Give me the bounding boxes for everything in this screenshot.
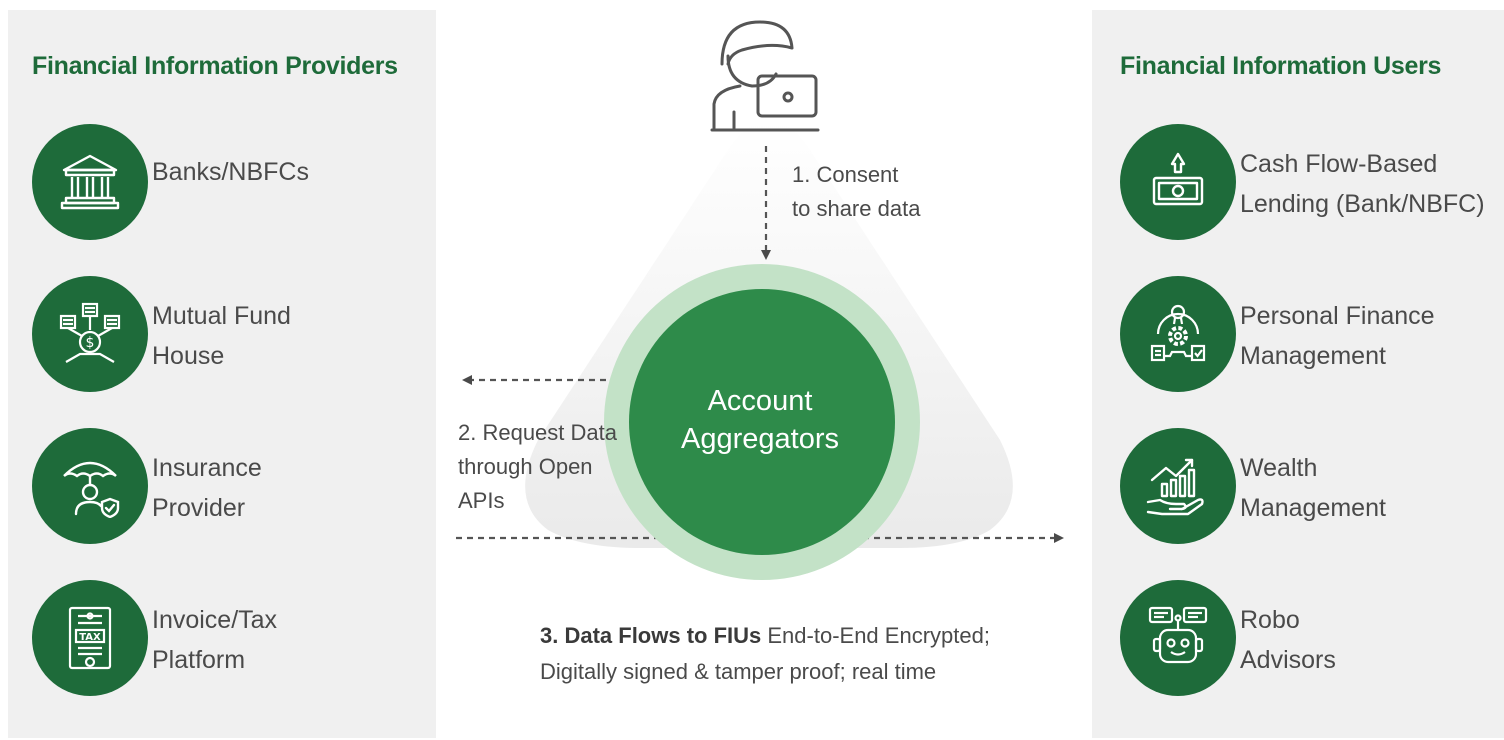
step2-label: 2. Request Data through Open APIs <box>458 420 617 513</box>
providers-title: Financial Information Providers <box>32 52 398 80</box>
aggregator-circle <box>629 289 895 555</box>
user-label: Wealth Management <box>1240 454 1386 522</box>
mutual-fund-icon: $ <box>32 276 148 392</box>
insurance-icon <box>32 428 148 544</box>
wealth-growth-icon <box>1120 428 1236 544</box>
provider-item-mutual-fund: $ Mutual Fund House <box>32 276 432 392</box>
svg-text:TAX: TAX <box>79 632 101 643</box>
aggregator-label: Account Aggregators <box>681 385 839 455</box>
step3-rest: End-to-End Encrypted; <box>761 623 990 648</box>
step3-bold: 3. Data Flows to FIUs <box>540 623 762 648</box>
user-item-lending: Cash Flow-Based Lending (Bank/NBFC) <box>1120 124 1500 240</box>
provider-item-insurance: Insurance Provider <box>32 428 432 544</box>
svg-text:$: $ <box>86 335 95 351</box>
provider-label: Banks/NBFCs <box>152 158 309 186</box>
user-label: Robo Advisors <box>1240 606 1336 674</box>
provider-label: Insurance Provider <box>152 454 262 522</box>
providers-panel: Financial Information Providers Banks/NB… <box>8 10 436 738</box>
user-item-wealth: Wealth Management <box>1120 428 1500 544</box>
user-label: Cash Flow-Based Lending (Bank/NBFC) <box>1240 150 1485 218</box>
tax-document-icon: TAX <box>32 580 148 696</box>
users-title: Financial Information Users <box>1120 52 1442 80</box>
provider-label: Mutual Fund House <box>152 302 291 370</box>
robot-icon <box>1120 580 1236 696</box>
step3-line2: Digitally signed & tamper proof; real ti… <box>540 659 937 684</box>
provider-item-tax: TAX Invoice/Tax Platform <box>32 580 432 696</box>
cash-lending-icon <box>1120 124 1236 240</box>
step1-label: 1. Consent to share data <box>792 162 921 221</box>
user-item-personal-finance: Personal Finance Management <box>1120 276 1500 392</box>
users-panel: Financial Information Users Cash Flow-Ba… <box>1092 10 1504 738</box>
provider-label: Invoice/Tax Platform <box>152 606 278 674</box>
step3-label: 3. Data Flows to FIUs End-to-End Encrypt… <box>540 618 990 690</box>
finance-gear-icon <box>1120 276 1236 392</box>
user-item-robo: Robo Advisors <box>1120 580 1500 696</box>
bank-icon <box>32 124 148 240</box>
user-laptop-icon <box>710 20 820 132</box>
provider-item-banks: Banks/NBFCs <box>32 124 432 240</box>
user-label: Personal Finance Management <box>1240 302 1435 370</box>
